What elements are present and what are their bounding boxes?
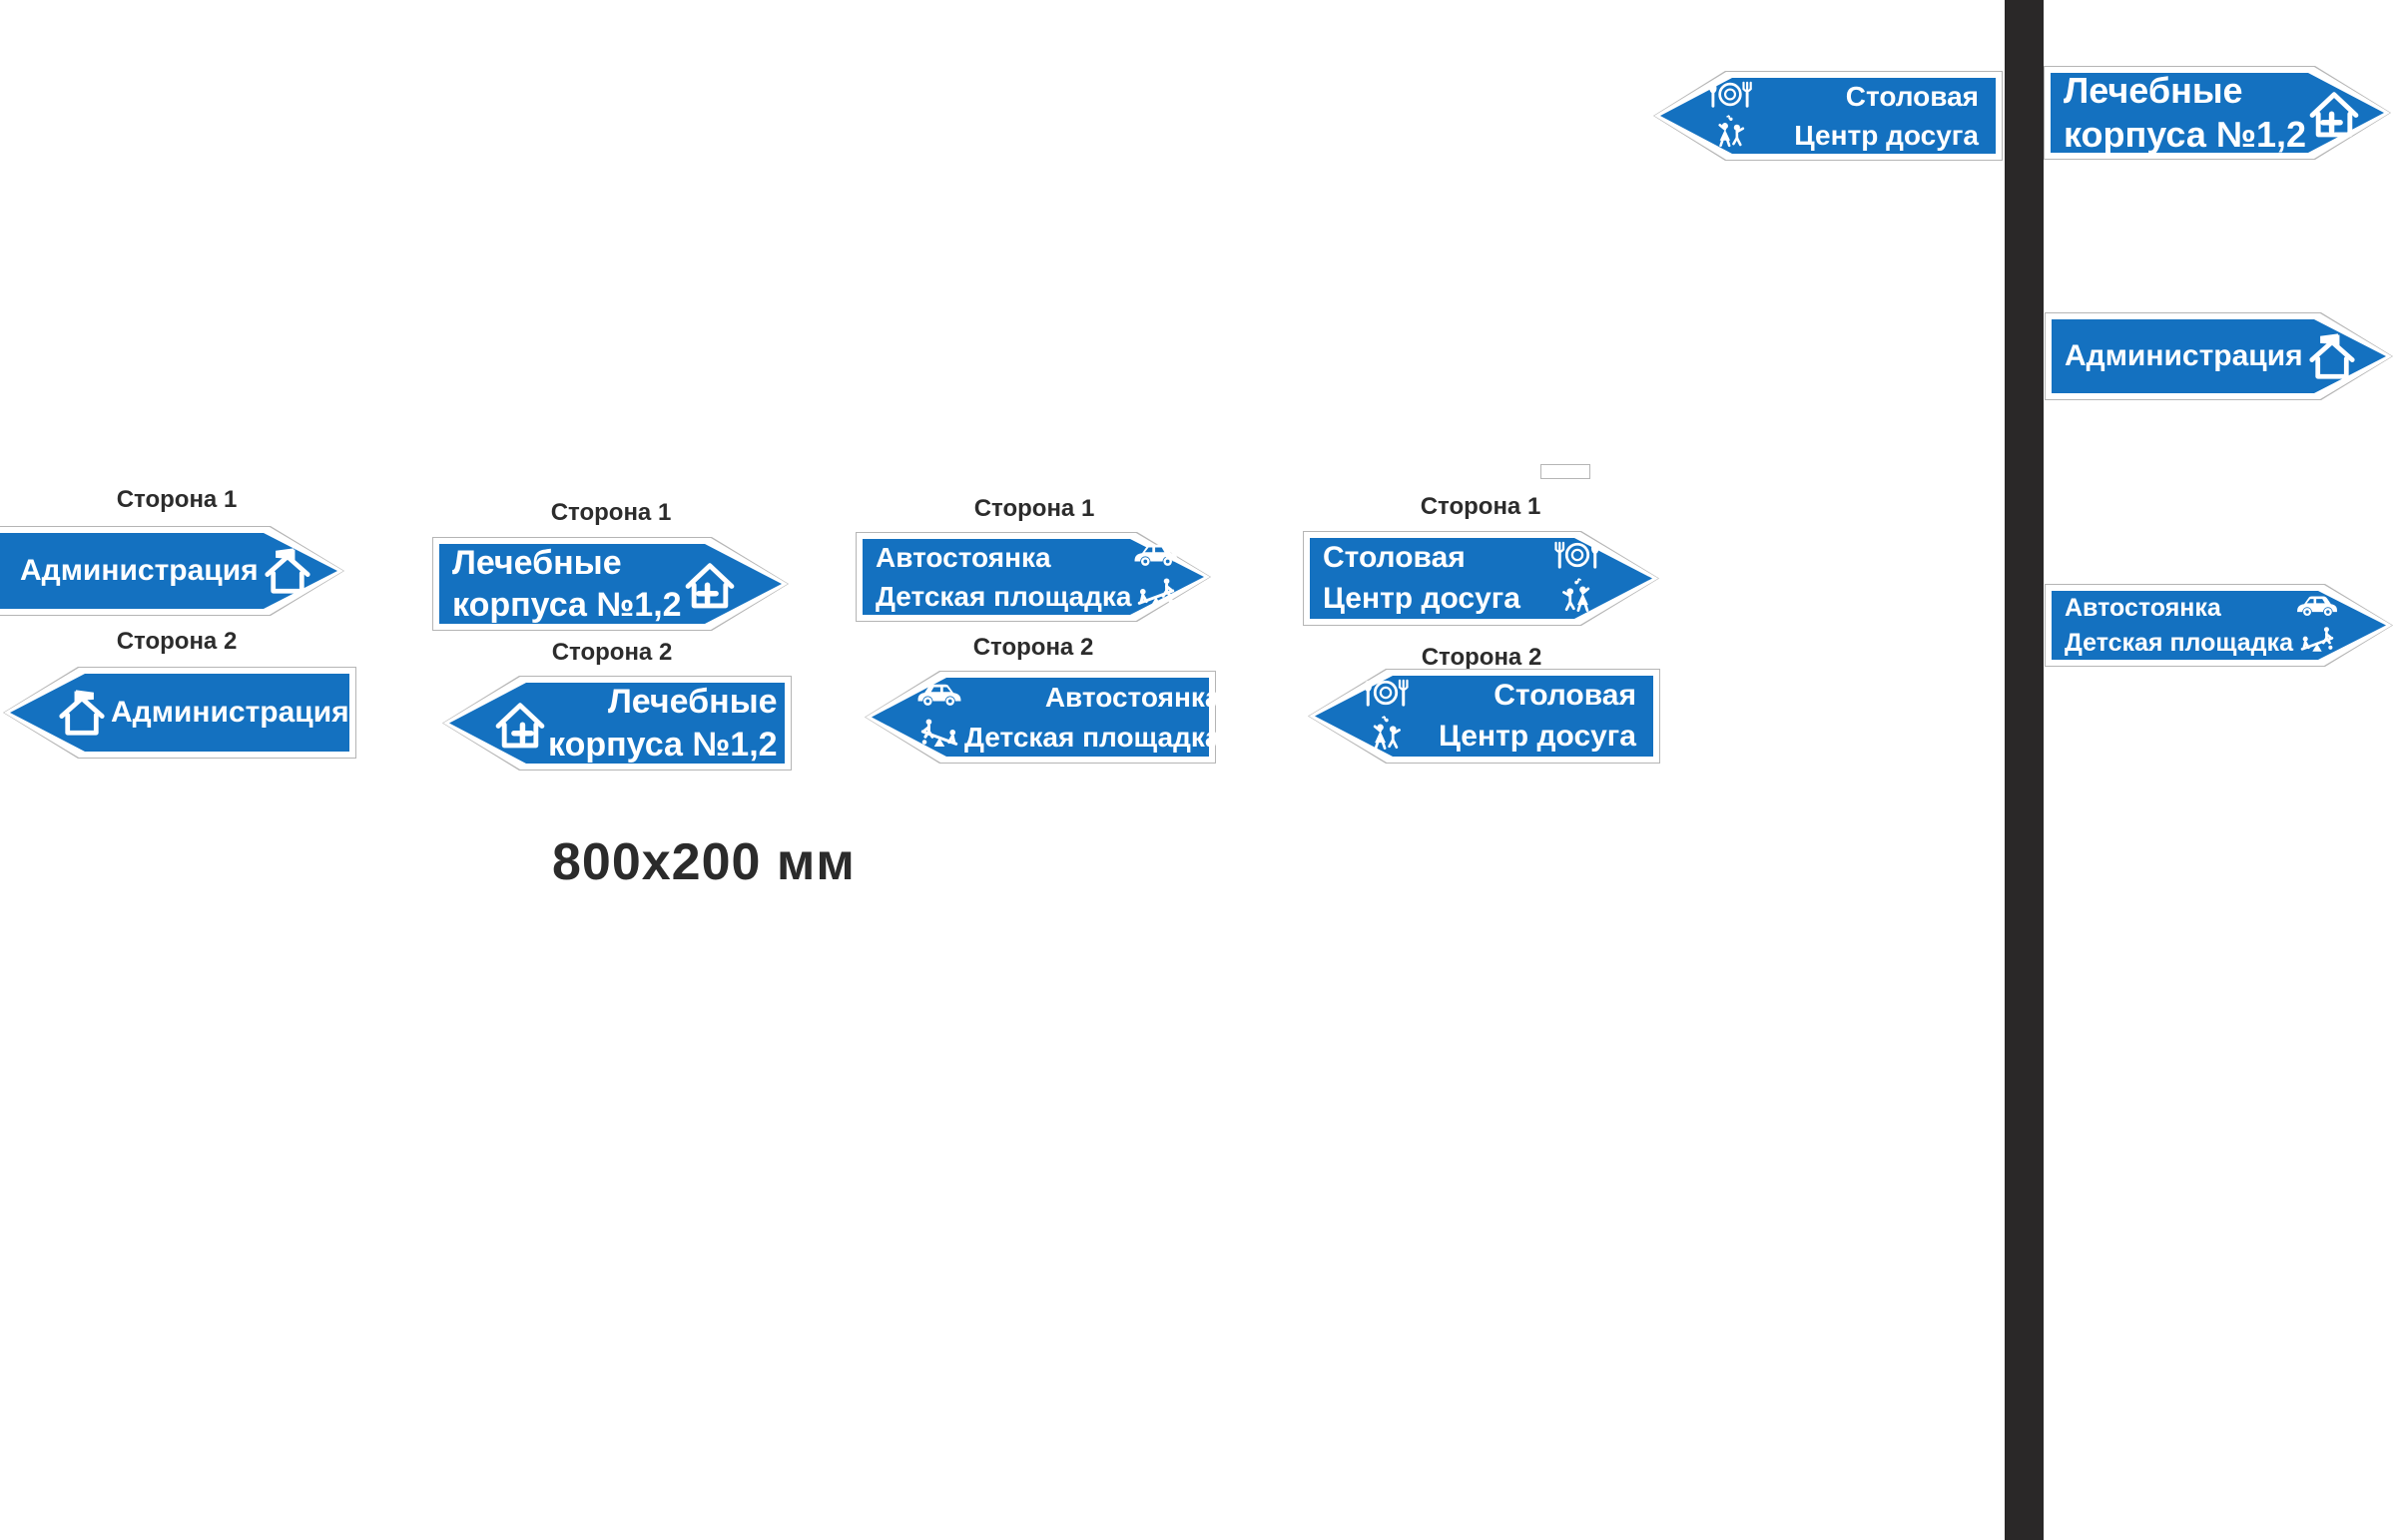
medical-house-icon [495, 702, 545, 748]
pole-sign-dining-left: Столовая Центр досуга [1653, 71, 2003, 161]
sign-line: Автостоянка [876, 541, 1051, 573]
sign-line: Администрация [20, 554, 259, 588]
cutlery-plate-icon [1554, 542, 1599, 569]
building-flag-icon [2309, 333, 2355, 379]
cutlery-plate-icon [1709, 81, 1752, 108]
building-flag-icon [59, 690, 105, 736]
sign-dining-side1: Столовая Центр досуга [1303, 531, 1659, 626]
sign-line: Центр досуга [1794, 119, 1979, 151]
sign-line: Администрация [2065, 339, 2303, 373]
sign-line: Администрация [111, 696, 349, 730]
dancers-icon [1562, 577, 1590, 612]
sign-line: Детская площадка [876, 580, 1132, 612]
sign-parking-side2: Автостоянка Детская площадка [865, 671, 1220, 764]
car-icon [2297, 596, 2337, 616]
playground-icon [1138, 578, 1175, 606]
pole-sign-parking-right: Автостоянка Детская площадка [2045, 584, 2393, 667]
sign-parking-side1: Автостоянка Детская площадка [856, 532, 1211, 622]
sign-line: Детская площадка [964, 721, 1221, 753]
side-label: Сторона 1 [1420, 493, 1541, 520]
sign-line: Столовая [1494, 678, 1636, 712]
side-label: Сторона 2 [116, 628, 238, 655]
side-label: Сторона 1 [550, 499, 672, 526]
pole-sign-admin-right: Администрация [2045, 312, 2393, 400]
sign-medical-side1: Лечебные корпуса №1,2 [432, 537, 789, 631]
sign-face [0, 533, 337, 609]
sign-line: Столовая [1323, 540, 1466, 574]
side-label: Сторона 1 [973, 495, 1095, 522]
sign-line: Лечебные [607, 682, 778, 721]
side-label: Сторона 2 [551, 639, 673, 666]
sign-face [1660, 78, 1996, 154]
side-label: Сторона 1 [116, 486, 238, 513]
sign-line: Столовая [1845, 80, 1979, 112]
playground-icon [2300, 627, 2334, 653]
sign-medical-side2: Лечебные корпуса №1,2 [442, 676, 792, 770]
signpost-pole [2005, 0, 2044, 1540]
mini-rectangle [1540, 464, 1590, 479]
sign-dining-side2: Столовая Центр досуга [1308, 669, 1660, 764]
pole-sign-medical-right: Лечебные корпуса №1,2 [2044, 66, 2391, 160]
playground-icon [920, 719, 958, 747]
sign-face [2052, 319, 2386, 393]
sign-face [2051, 73, 2384, 153]
medical-house-icon [2309, 92, 2359, 138]
size-note-label: 800x200 мм [552, 833, 856, 891]
sign-line: Автостоянка [2065, 593, 2221, 622]
sign-line: Лечебные [2064, 70, 2243, 112]
side-label: Сторона 2 [1421, 644, 1542, 671]
sign-line: Центр досуга [1323, 582, 1520, 616]
building-flag-icon [265, 548, 310, 594]
sign-line: корпуса №1,2 [2064, 113, 2307, 155]
sign-line: Центр досуга [1439, 720, 1636, 754]
cutlery-plate-icon [1364, 680, 1409, 707]
side-label: Сторона 2 [972, 634, 1094, 661]
medical-house-icon [685, 563, 734, 609]
sign-line: корпуса №1,2 [452, 586, 682, 625]
car-icon [1134, 544, 1178, 566]
sign-line: Детская площадка [2065, 629, 2293, 658]
sign-line: Лечебные [452, 543, 622, 582]
sign-line: корпуса №1,2 [548, 725, 778, 764]
dancers-icon [1718, 115, 1745, 148]
sign-admin-side1: Администрация [0, 526, 344, 616]
sign-admin-side2: Администрация [3, 667, 356, 759]
dancers-icon [1373, 715, 1401, 750]
car-icon [917, 684, 961, 706]
sign-line: Автостоянка [1044, 681, 1221, 713]
